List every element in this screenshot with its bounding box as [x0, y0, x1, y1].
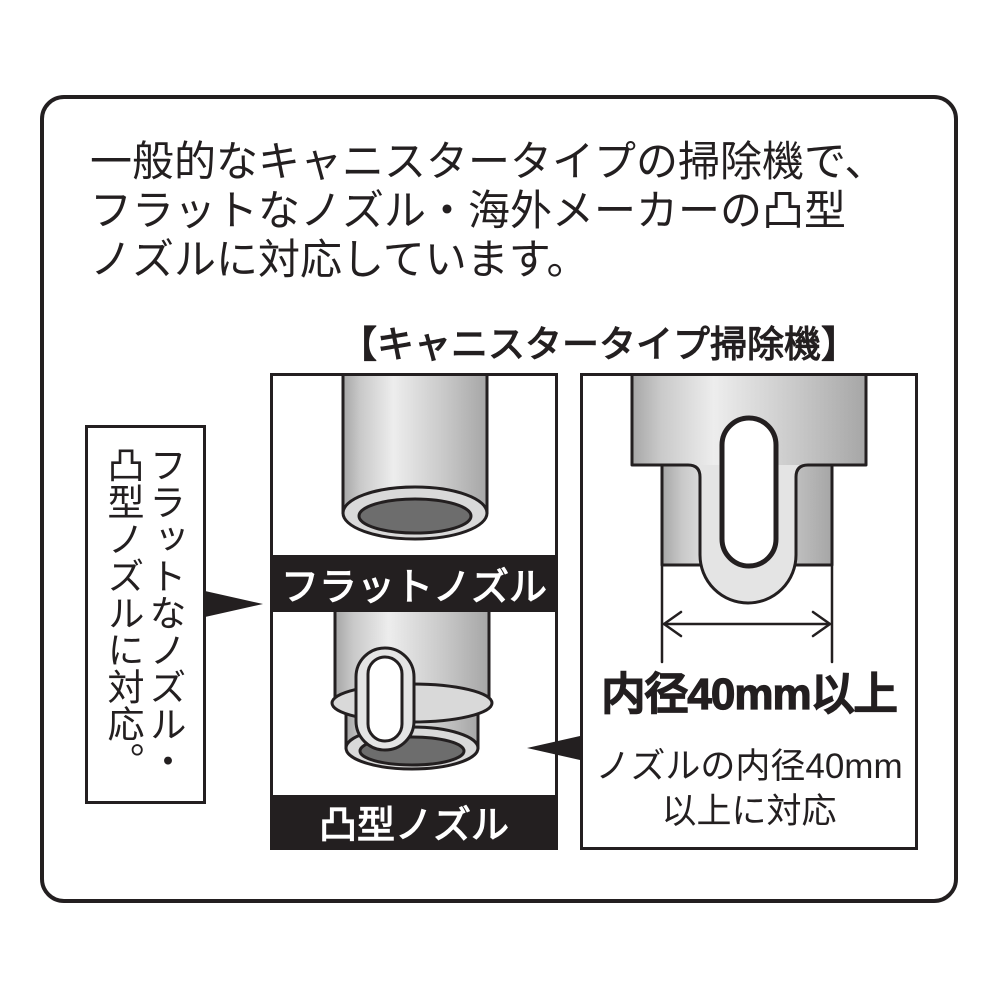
side-note-line: フラットなノズル・ [144, 446, 185, 779]
side-note-box: フラットなノズル・ 凸型ノズルに対応。 [85, 425, 206, 804]
intro-line: フラットなノズル・海外メーカーの凸型 [90, 187, 847, 234]
intro-line: ノズルに対応しています。 [90, 236, 589, 283]
intro-text: 一般的なキャニスタータイプの掃除機で、 フラットなノズル・海外メーカーの凸型 ノ… [90, 137, 886, 284]
dimension-label: 内径40mm以上 [601, 669, 898, 719]
side-note-line: 凸型ノズルに対応。 [102, 446, 143, 779]
side-note-text: フラットなノズル・ 凸型ノズルに対応。 [101, 446, 185, 791]
intro-line: 一般的なキャニスタータイプの掃除機で、 [90, 138, 887, 185]
diameter-note: ノズルの内径40mm 以上に対応 [583, 744, 915, 834]
outer-frame [40, 95, 958, 903]
diameter-note-line: 以上に対応 [661, 792, 837, 831]
diameter-note-line: ノズルの内径40mm [595, 747, 903, 786]
flat-nozzle-label: フラットノズル [273, 555, 555, 612]
section-title: 【キャニスタータイプ掃除機】 [340, 324, 858, 365]
convex-nozzle-label: 凸型ノズル [273, 795, 555, 847]
nozzle-types-panel: フラットノズル 凸型ノズル [270, 373, 558, 850]
inner-diameter-panel: 内径40mm以上 ノズルの内径40mm 以上に対応 [580, 373, 918, 850]
